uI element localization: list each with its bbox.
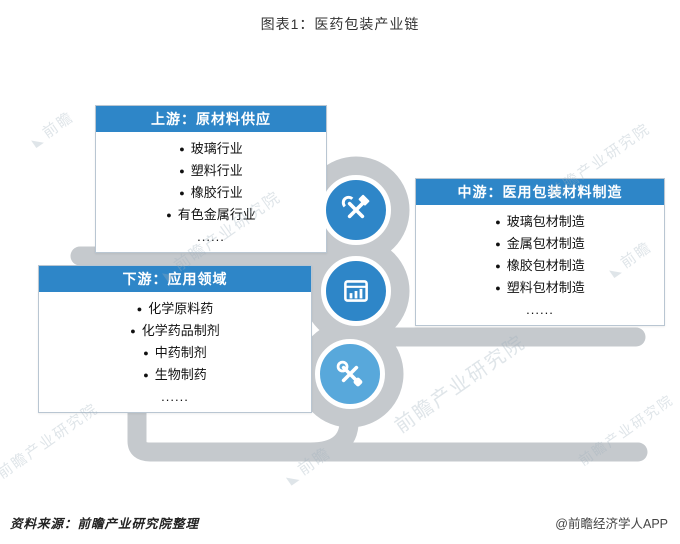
list-item: ●有色金属行业 — [166, 207, 256, 222]
bullet-icon: ● — [495, 217, 501, 227]
bullet-icon: ● — [495, 239, 501, 249]
bullet-icon: ● — [179, 166, 185, 176]
source-note: 资料来源：前瞻产业研究院整理 — [10, 517, 200, 531]
factory-chart-icon — [344, 280, 368, 302]
list-item: ●塑料包材制造 — [495, 280, 585, 295]
list-item: ●橡胶行业 — [179, 185, 243, 200]
hammer-wrench-icon — [341, 194, 370, 219]
upstream-header: 上游：原材料供应 — [96, 106, 326, 132]
bullet-icon: ● — [143, 370, 149, 380]
bullet-icon: ● — [143, 348, 149, 358]
bullet-icon: ● — [166, 210, 172, 220]
list-item: ●金属包材制造 — [495, 236, 585, 251]
credit-note: @前瞻经济学人APP — [555, 517, 668, 531]
pipe-downstream-segment — [127, 396, 648, 462]
midstream-list: ●玻璃包材制造 ●金属包材制造 ●橡胶包材制造 ●塑料包材制造 ...... — [416, 205, 664, 325]
node-upstream — [321, 175, 391, 245]
list-item: ●橡胶包材制造 — [495, 258, 585, 273]
upstream-list: ●玻璃行业 ●塑料行业 ●橡胶行业 ●有色金属行业 ...... — [96, 132, 326, 252]
bullet-icon: ● — [179, 144, 185, 154]
page-title: 图表1：医药包装产业链 — [260, 16, 420, 32]
upstream-box: 上游：原材料供应 ●玻璃行业 ●塑料行业 ●橡胶行业 ●有色金属行业 .....… — [95, 105, 327, 253]
list-item: ●玻璃包材制造 — [495, 214, 585, 229]
node-midstream — [321, 256, 391, 326]
downstream-header: 下游：应用领域 — [39, 266, 311, 292]
bullet-icon: ● — [136, 304, 143, 314]
downstream-list: ●化学原料药 ●化学药品制剂 ●中药制剂 ●生物制药 ...... — [39, 292, 311, 412]
list-item: ●生物制药 — [143, 367, 207, 382]
list-ellipsis: ...... — [161, 389, 189, 404]
list-item: ●塑料行业 — [179, 163, 243, 178]
list-item: ●玻璃行业 — [179, 141, 243, 156]
list-ellipsis: ...... — [197, 229, 225, 244]
bullet-icon: ● — [495, 261, 501, 271]
list-item: ●化学原料药 — [136, 301, 214, 316]
bullet-icon: ● — [179, 188, 185, 198]
list-item: ●中药制剂 — [143, 345, 207, 360]
bullet-icon: ● — [495, 283, 501, 293]
list-ellipsis: ...... — [526, 302, 554, 317]
downstream-box: 下游：应用领域 ●化学原料药 ●化学药品制剂 ●中药制剂 ●生物制药 .....… — [38, 265, 312, 413]
bullet-icon: ● — [130, 326, 136, 336]
list-item: ●化学药品制剂 — [130, 323, 220, 338]
wrench-screwdriver-icon — [336, 360, 363, 387]
node-downstream — [315, 339, 385, 409]
midstream-header: 中游：医用包装材料制造 — [416, 179, 664, 205]
midstream-box: 中游：医用包装材料制造 ●玻璃包材制造 ●金属包材制造 ●橡胶包材制造 ●塑料包… — [415, 178, 665, 326]
